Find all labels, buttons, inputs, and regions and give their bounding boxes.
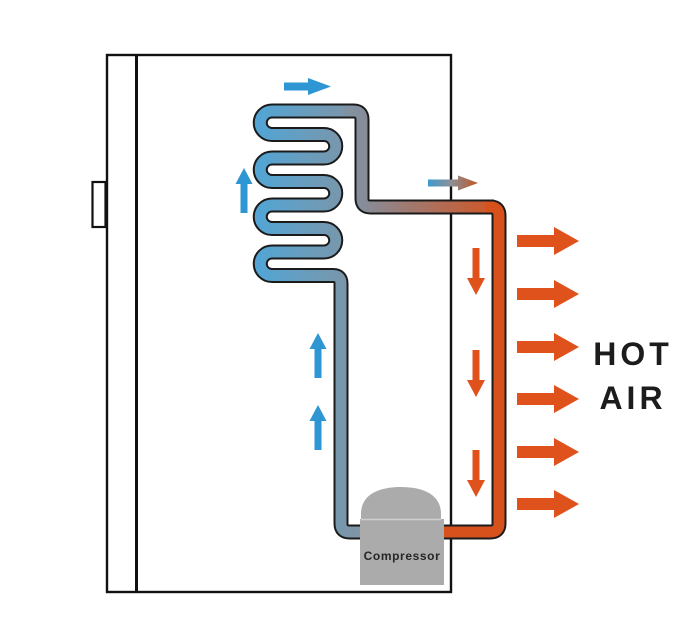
cold-flow-right-arrow-icon (284, 78, 331, 95)
hot-air-label-line2: AIR (599, 380, 666, 416)
compressor-label: Compressor (364, 549, 441, 563)
hot-air-label: HOT AIR (593, 336, 673, 416)
hot-flow-down-arrows (467, 248, 485, 497)
cold-flow-up-arrow-icon (235, 168, 253, 213)
compressor-dome (361, 487, 441, 520)
hot-air-out-arrows (517, 227, 579, 518)
door-handle (91, 180, 107, 229)
refrigerant-loop (252, 103, 507, 540)
hot-air-out-arrow-icon (517, 227, 579, 255)
hot-air-out-arrow-icon (517, 280, 579, 308)
evaporator-coil-pipe (254, 105, 434, 538)
hot-air-label-line1: HOT (593, 336, 673, 372)
hot-air-out-arrow-icon (517, 490, 579, 518)
hot-air-out-arrow-icon (517, 438, 579, 466)
transfer-pipe (345, 105, 494, 213)
cold-flow-up-arrow-icon (309, 333, 327, 378)
hot-flow-down-arrow-icon (467, 248, 485, 295)
hot-air-out-arrow-icon (517, 385, 579, 413)
cold-to-hot-transition-arrow-icon (428, 175, 478, 191)
cold-flow-up-arrow-icon (309, 405, 327, 450)
refrigerator-cabinet (91, 53, 453, 594)
cold-flow-arrows (235, 78, 331, 450)
hot-flow-down-arrow-icon (467, 350, 485, 397)
condenser-pipe (430, 201, 505, 538)
compressor-body (360, 519, 444, 585)
hot-flow-down-arrow-icon (467, 450, 485, 497)
compressor: Compressor (360, 487, 444, 585)
hot-air-out-arrow-icon (517, 333, 579, 361)
